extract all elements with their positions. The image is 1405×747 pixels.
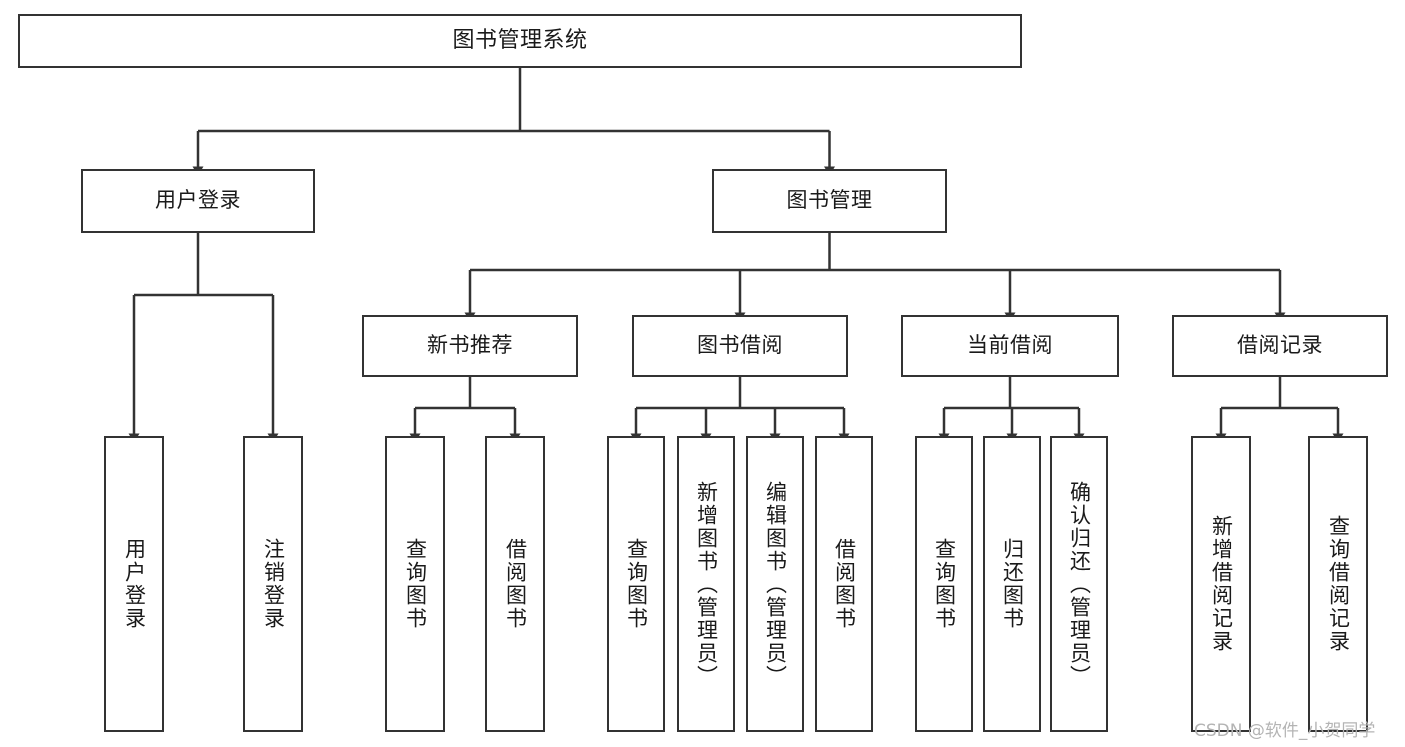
node-leaf-cur-1[interactable]: 查询图书 [915, 436, 973, 732]
node-label: 查询借阅记录 [1326, 515, 1351, 653]
node-label: 借阅记录 [1237, 333, 1323, 358]
node-label: 图书借阅 [697, 333, 783, 358]
node-label: 图书管理系统 [452, 27, 588, 53]
node-root[interactable]: 图书管理系统 [18, 14, 1022, 68]
node-label: 图书管理 [786, 188, 873, 213]
node-label: 查询图书 [932, 538, 957, 630]
node-records[interactable]: 借阅记录 [1172, 315, 1388, 377]
node-bookmgmt[interactable]: 图书管理 [712, 169, 947, 233]
node-leaf-login-2[interactable]: 注销登录 [243, 436, 303, 732]
node-label: 确认归还（管理员） [1067, 480, 1092, 688]
node-label: 注销登录 [261, 538, 286, 630]
node-label: 新增图书（管理员） [694, 480, 719, 688]
node-label: 用户登录 [122, 538, 147, 630]
node-leaf-cur-3[interactable]: 确认归还（管理员） [1050, 436, 1108, 732]
node-borrow[interactable]: 图书借阅 [632, 315, 848, 377]
node-label: 查询图书 [403, 538, 428, 630]
node-leaf-bor-4[interactable]: 借阅图书 [815, 436, 873, 732]
node-leaf-new-1[interactable]: 查询图书 [385, 436, 445, 732]
edge-group [128, 68, 1344, 443]
node-leaf-bor-2[interactable]: 新增图书（管理员） [677, 436, 735, 732]
node-label: 用户登录 [155, 188, 241, 213]
node-label: 查询图书 [624, 538, 649, 630]
node-label: 借阅图书 [503, 538, 528, 630]
node-label: 归还图书 [1000, 538, 1025, 630]
node-label: 当前借阅 [967, 333, 1053, 358]
node-login[interactable]: 用户登录 [81, 169, 315, 233]
node-label: 编辑图书（管理员） [763, 480, 788, 688]
node-label: 新书推荐 [427, 333, 513, 358]
node-leaf-cur-2[interactable]: 归还图书 [983, 436, 1041, 732]
node-leaf-bor-1[interactable]: 查询图书 [607, 436, 665, 732]
node-leaf-bor-3[interactable]: 编辑图书（管理员） [746, 436, 804, 732]
node-leaf-new-2[interactable]: 借阅图书 [485, 436, 545, 732]
node-label: 借阅图书 [832, 538, 857, 630]
node-leaf-rec-1[interactable]: 新增借阅记录 [1191, 436, 1251, 732]
node-current[interactable]: 当前借阅 [901, 315, 1119, 377]
node-leaf-login-1[interactable]: 用户登录 [104, 436, 164, 732]
node-newbook[interactable]: 新书推荐 [362, 315, 578, 377]
node-leaf-rec-2[interactable]: 查询借阅记录 [1308, 436, 1368, 732]
node-label: 新增借阅记录 [1209, 515, 1234, 653]
